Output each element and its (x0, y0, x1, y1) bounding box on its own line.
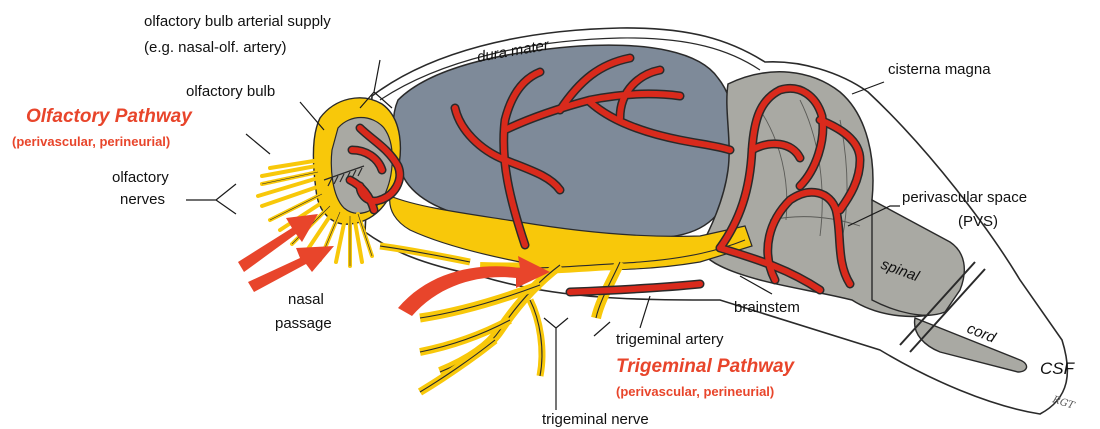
label-perivascular-space-2: (PVS) (958, 213, 998, 230)
label-csf: CSF (1040, 359, 1076, 378)
trigeminal-pathway-title: Trigeminal Pathway (616, 356, 796, 377)
label-nasal-passage-2: passage (275, 315, 332, 332)
label-olfactory-bulb-arterial-supply: olfactory bulb arterial supply (144, 13, 331, 30)
label-cisterna-magna: cisterna magna (888, 61, 991, 78)
label-olfactory-bulb: olfactory bulb (186, 83, 275, 100)
label-perivascular-space-1: perivascular space (902, 189, 1027, 206)
olfactory-pathway-title: Olfactory Pathway (26, 106, 193, 127)
label-trigeminal-artery: trigeminal artery (616, 331, 724, 348)
signature: RGT (1050, 394, 1077, 412)
label-trigeminal-nerve: trigeminal nerve (542, 411, 649, 428)
label-olfactory-bulb-arterial-supply-example: (e.g. nasal-olf. artery) (144, 39, 287, 56)
label-brainstem: brainstem (734, 299, 800, 316)
label-olfactory-nerves-2: nerves (120, 191, 165, 208)
olfactory-pathway-subtitle: (perivascular, perineurial) (12, 134, 170, 149)
label-nasal-passage-1: nasal (288, 291, 324, 308)
trigeminal-pathway-subtitle: (perivascular, perineurial) (616, 384, 774, 399)
label-olfactory-nerves-1: olfactory (112, 169, 169, 186)
